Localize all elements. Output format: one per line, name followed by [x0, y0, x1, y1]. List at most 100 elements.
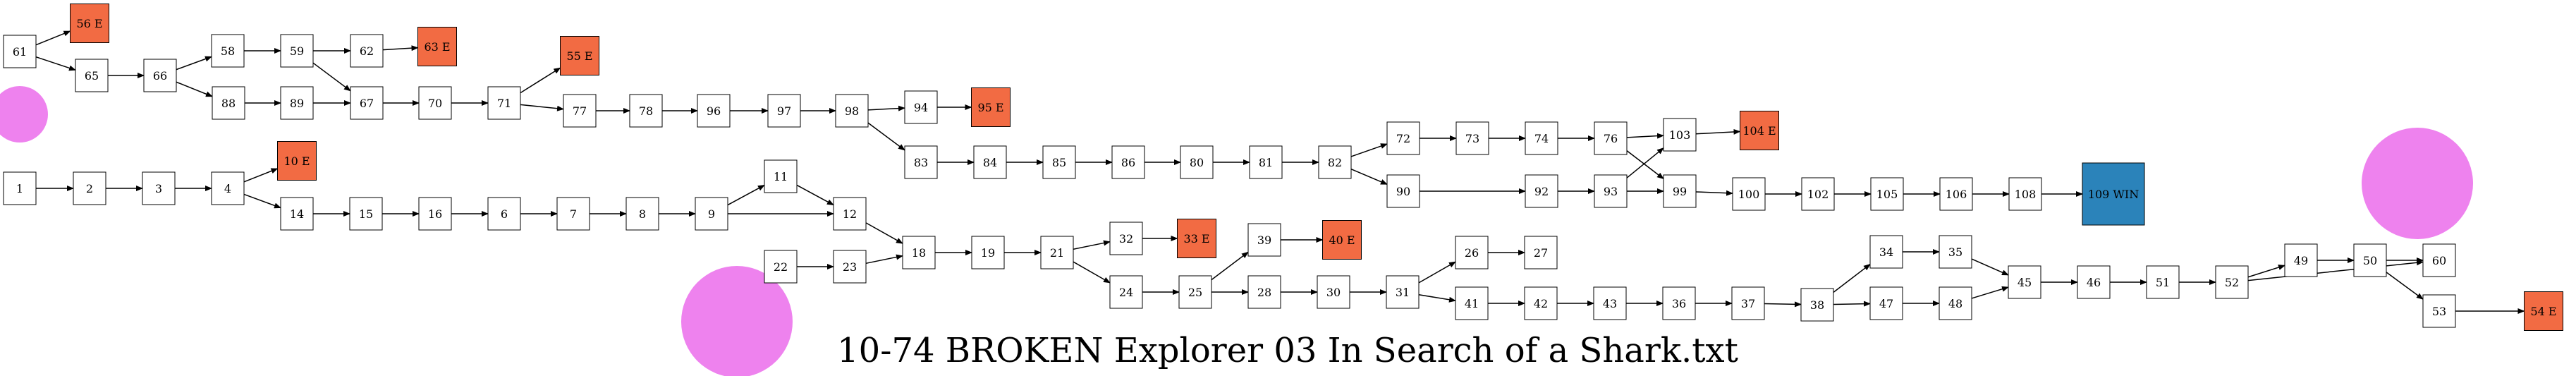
- node-box: [764, 159, 798, 193]
- node-box: [2353, 243, 2387, 277]
- graph-title: 10-74 BROKEN Explorer 03 In Search of a …: [837, 331, 1738, 370]
- node-21: 21: [1040, 236, 1074, 269]
- node-108: 108: [2008, 177, 2042, 211]
- edge-9-to-11: [727, 184, 765, 206]
- node-label: 25: [1188, 286, 1202, 299]
- edge-4-to-14: [243, 193, 281, 209]
- node-46: 46: [2077, 265, 2111, 299]
- node-label: 46: [2087, 276, 2101, 289]
- node-2: 2: [73, 171, 106, 205]
- node-label: 14: [290, 207, 304, 221]
- node-label: 33 E: [1183, 232, 1209, 245]
- node-label: 9: [708, 207, 715, 221]
- node-74: 74: [1525, 121, 1558, 155]
- node-box: [143, 59, 177, 92]
- edge-48-to-45: [1971, 286, 2009, 299]
- node-67: 67: [350, 86, 384, 120]
- node-48: 48: [1939, 286, 1972, 320]
- node-label: 11: [774, 170, 788, 183]
- node-32: 32: [1109, 222, 1143, 255]
- node-box: [1317, 275, 1350, 309]
- node-label: 65: [85, 69, 99, 83]
- node-98: 98: [835, 94, 869, 128]
- node-label: 93: [1604, 185, 1618, 198]
- edge-76-to-99: [1626, 150, 1664, 180]
- edge-21-to-32: [1073, 240, 1111, 250]
- node-label: 109 WIN: [2088, 188, 2139, 201]
- node-label: 61: [13, 45, 27, 59]
- node-76: 76: [1594, 121, 1628, 155]
- node-box: [212, 86, 245, 120]
- node-box: [1939, 177, 1973, 211]
- node-label: 99: [1673, 185, 1687, 198]
- node-box: [142, 171, 176, 205]
- node-box: [1740, 111, 1779, 150]
- node-label: 35: [1948, 245, 1962, 259]
- node-label: 98: [845, 104, 859, 118]
- node-box: [1386, 121, 1420, 155]
- node-box: [2422, 294, 2456, 328]
- node-label: 88: [221, 97, 236, 110]
- node-box: [1040, 236, 1074, 269]
- node-label: 21: [1050, 246, 1064, 260]
- node-box: [1594, 121, 1628, 155]
- node-82: 82: [1318, 145, 1352, 179]
- node-56e: 56 E: [70, 4, 109, 43]
- node-label: 62: [360, 44, 374, 58]
- node-label: 42: [1534, 297, 1548, 310]
- node-70: 70: [418, 86, 452, 120]
- node-box: [2082, 162, 2145, 226]
- node-22: 22: [764, 250, 798, 284]
- node-label: 27: [1534, 246, 1548, 260]
- node-box: [1177, 219, 1216, 258]
- edge-66-to-58: [176, 56, 212, 71]
- node-105: 105: [1870, 177, 1904, 211]
- node-box: [75, 59, 109, 92]
- node-label: 31: [1396, 286, 1410, 299]
- node-label: 80: [1190, 156, 1204, 169]
- node-box: [1249, 145, 1283, 179]
- node-54e: 54 E: [2524, 291, 2563, 331]
- node-label: 76: [1604, 132, 1618, 145]
- node-88: 88: [212, 86, 245, 120]
- node-43: 43: [1593, 286, 1627, 320]
- node-6: 6: [487, 197, 521, 231]
- node-box: [556, 197, 590, 231]
- decor-layer: [0, 86, 2473, 376]
- node-label: 74: [1534, 132, 1549, 145]
- node-label: 89: [290, 97, 304, 110]
- node-box: [833, 197, 867, 231]
- node-box: [1525, 174, 1558, 208]
- edge-37-to-38: [1764, 301, 1802, 308]
- edge-82-to-72: [1350, 143, 1388, 157]
- node-box: [211, 171, 245, 205]
- node-box: [1318, 145, 1352, 179]
- node-label: 28: [1257, 286, 1271, 299]
- node-99: 99: [1663, 174, 1697, 208]
- node-49: 49: [2284, 243, 2318, 277]
- node-box: [350, 86, 384, 120]
- edge-99-to-100: [1695, 190, 1733, 196]
- node-label: 100: [1738, 188, 1760, 201]
- edge-50-to-53: [2386, 272, 2424, 300]
- node-box: [1869, 286, 1903, 320]
- node-label: 52: [2225, 276, 2239, 289]
- node-label: 48: [1948, 297, 1962, 310]
- node-53: 53: [2422, 294, 2456, 328]
- node-label: 56 E: [76, 17, 102, 30]
- node-box: [2524, 291, 2563, 331]
- node-box: [70, 4, 109, 43]
- node-box: [1663, 174, 1697, 208]
- node-label: 45: [2018, 276, 2032, 289]
- node-box: [1180, 145, 1214, 179]
- node-38: 38: [1800, 288, 1834, 322]
- node-label: 72: [1396, 132, 1410, 145]
- node-label: 38: [1810, 298, 1824, 312]
- node-box: [563, 94, 597, 128]
- node-102: 102: [1801, 177, 1835, 211]
- node-97: 97: [767, 94, 801, 128]
- node-box: [2422, 243, 2456, 277]
- node-1: 1: [3, 171, 37, 205]
- node-94: 94: [904, 90, 938, 124]
- node-label: 7: [570, 207, 577, 221]
